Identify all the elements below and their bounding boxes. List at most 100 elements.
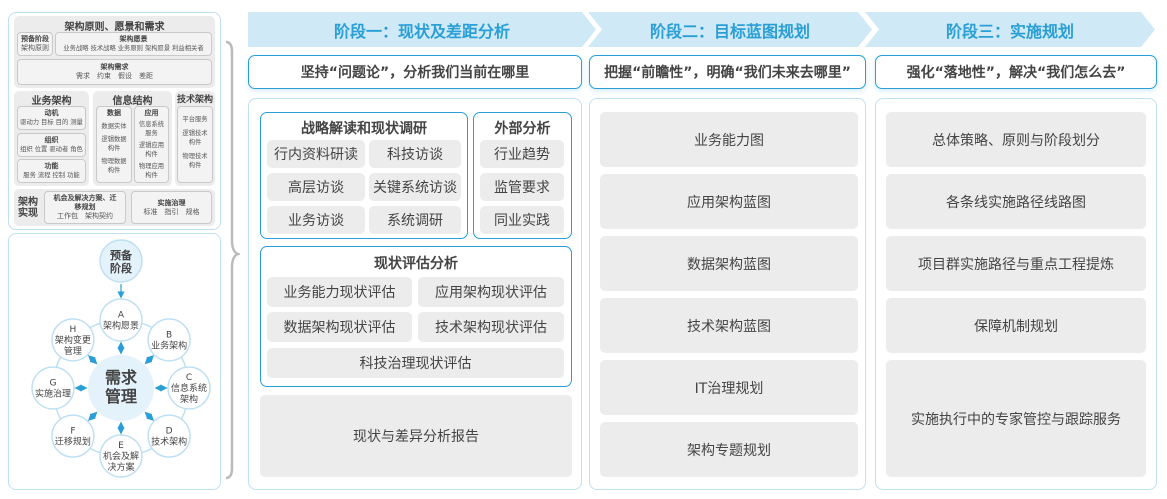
phase-label: 技术架构	[151, 436, 187, 448]
data-column: 数据 数据实体 逻辑数据构件 物理数据构件	[96, 106, 132, 183]
technology-item: 逻辑技术构件	[182, 130, 208, 146]
phase-label: C	[186, 373, 192, 383]
requirements-items: 需求 约束 假设 差距	[76, 72, 153, 80]
blueprint-item: IT治理规划	[600, 360, 858, 415]
strategy-item: 业务访谈	[267, 206, 365, 234]
phase-label: A	[118, 311, 125, 321]
app-item: 逻辑应用构件	[138, 142, 165, 158]
external-item: 监管要求	[480, 173, 564, 201]
prelim-items: 架构原则	[21, 44, 49, 52]
governance-items: 标准 指引 规格	[143, 207, 200, 216]
vision-title: 架构愿景	[119, 35, 148, 43]
stage-1-subtitle: 坚持“问题论”，分析我们当前在哪里	[248, 55, 582, 89]
togaf-content-panel: 架构原则、愿景和需求 预备阶段 架构原则 架构愿景 业务战略 技术战略 业务原则…	[8, 12, 221, 230]
data-item: 数据实体	[101, 123, 127, 130]
opportunities-box: 机会及解决方案、迁移规划 工作包 架构契约	[44, 191, 126, 224]
implementation-item: 实施执行中的专家管控与跟踪服务	[886, 360, 1146, 477]
business-block: 业务架构 动机驱动力 目标 目的 测量 组织组织 位置 驱动者 角色 功能服务 …	[14, 91, 89, 186]
phase-node-e	[99, 434, 143, 478]
implementation-item: 项目群实施路径与重点工程提炼	[886, 236, 1146, 291]
blueprint-item: 业务能力图	[600, 112, 858, 167]
phase-label: 架构	[180, 393, 198, 405]
group-title: 动机	[44, 109, 59, 117]
external-item: 行业趋势	[480, 140, 564, 168]
phase-label: F	[70, 427, 75, 437]
app-title: 应用	[144, 109, 159, 117]
information-title: 信息结构	[112, 96, 153, 107]
prelim-box: 预备阶段 架构原则	[17, 32, 53, 56]
requirements-title: 架构需求	[100, 63, 129, 71]
phase-label: 业务架构	[151, 339, 187, 351]
prelim-label: 预备	[110, 248, 133, 262]
bidirectional-arrow	[144, 411, 154, 421]
group-title: 功能	[44, 162, 59, 170]
governance-box: 实施治理 标准 指引 规格	[131, 191, 212, 224]
assessment-item: 科技治理现状评估	[267, 348, 564, 378]
business-title: 业务架构	[31, 96, 72, 107]
business-group: 动机驱动力 目标 目的 测量	[17, 106, 86, 130]
implementation-item: 总体策略、原则与阶段划分	[886, 112, 1146, 167]
phase-label: 迁移规划	[55, 436, 91, 448]
business-group: 组织组织 位置 驱动者 角色	[17, 133, 86, 157]
blueprint-item: 技术架构蓝图	[600, 298, 858, 353]
data-item: 逻辑数据构件	[101, 136, 127, 152]
data-item: 物理数据构件	[101, 158, 127, 174]
technology-column: 平台服务 逻辑技术构件 物理技术构件	[177, 106, 213, 183]
group-items: 驱动力 目标 目的 测量	[20, 119, 83, 126]
implementation-item: 保障机制规划	[886, 298, 1146, 353]
group-items: 组织 位置 驱动者 角色	[20, 146, 83, 153]
strategy-item: 行内资料研读	[267, 140, 365, 168]
realization-block: 架构实现 机会及解决方案、迁移规划 工作包 架构契约 实施治理 标准 指引 规格	[14, 189, 215, 226]
vision-items: 业务战略 技术战略 业务原则 架构愿景 利益相关者	[63, 45, 204, 52]
app-item: 物理应用构件	[138, 163, 165, 179]
brace-icon	[225, 40, 240, 480]
group-items: 服务 流程 控制 功能	[23, 172, 80, 179]
phase-node-h	[51, 318, 95, 362]
stage-2-subtitle: 把握“前瞻性”，明确“我们未来去哪里”	[589, 55, 866, 89]
strategy-item: 高层访谈	[267, 173, 365, 201]
strategy-item: 关键系统访谈	[369, 173, 461, 201]
gap-report-item: 现状与差异分析报告	[260, 395, 572, 477]
phase-label: D	[166, 427, 173, 437]
app-item: 信息系统服务	[138, 121, 165, 137]
strategy-box: 战略解读和现状调研 行内资料研读 科技访谈 高层访谈 关键系统访谈 业务访谈 系…	[260, 112, 468, 239]
strategy-item: 系统调研	[369, 206, 461, 234]
app-column: 应用 信息系统服务 逻辑应用构件 物理应用构件	[134, 106, 169, 183]
blueprint-item: 架构专题规划	[600, 422, 858, 477]
data-title: 数据	[107, 109, 121, 117]
adm-cycle-diagram: 预备阶段A架构愿景B业务架构C信息系统架构D技术架构E机会及解决方案F迁移规划G…	[31, 239, 211, 478]
assessment-item: 技术架构现状评估	[418, 312, 564, 342]
stage-3-subtitle: 强化“落地性”，解决“我们怎么去”	[875, 55, 1157, 89]
phase-label: 管理	[64, 345, 82, 357]
phase-label: 机会及解	[103, 450, 139, 462]
prelim-node	[99, 239, 143, 283]
phase-label: B	[166, 330, 172, 340]
bidirectional-arrow	[144, 355, 154, 365]
technology-item: 物理技术构件	[182, 153, 208, 169]
phase-node-d	[147, 414, 191, 458]
prelim-title: 预备阶段	[21, 35, 49, 43]
blueprint-item: 数据架构蓝图	[600, 236, 858, 291]
assessment-item: 业务能力现状评估	[267, 277, 412, 307]
external-item: 同业实践	[480, 206, 564, 234]
assessment-title: 现状评估分析	[374, 256, 458, 272]
phase-label: E	[118, 441, 124, 451]
strategy-title: 战略解读和现状调研	[301, 121, 427, 137]
center-label: 需求管理	[104, 368, 137, 406]
assessment-item: 应用架构现状评估	[418, 277, 564, 307]
phase-label: G	[50, 379, 57, 389]
principles-title: 架构原则、愿景和需求	[64, 22, 165, 33]
governance-title: 实施治理	[157, 198, 186, 207]
vision-box: 架构愿景 业务战略 技术战略 业务原则 架构愿景 利益相关者	[55, 32, 212, 56]
group-title: 组织	[44, 136, 59, 144]
principles-block: 架构原则、愿景和需求 预备阶段 架构原则 架构愿景 业务战略 技术战略 业务原则…	[14, 16, 215, 88]
bidirectional-arrow	[88, 411, 98, 421]
technology-title: 技术架构	[176, 95, 213, 105]
phase-label: 架构变更	[55, 334, 91, 346]
phase-label: 决方案	[107, 461, 134, 473]
stage-1-header: 阶段一：现状及差距分析	[248, 12, 596, 47]
blueprint-item: 应用架构蓝图	[600, 174, 858, 229]
assessment-box: 现状评估分析 业务能力现状评估 应用架构现状评估 数据架构现状评估 技术架构现状…	[260, 246, 572, 387]
phase-label: 架构愿景	[103, 320, 139, 332]
